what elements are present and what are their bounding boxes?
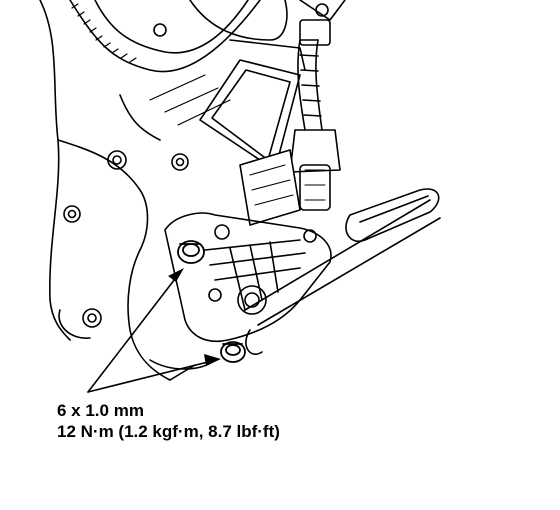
upper-bracket [189,0,346,171]
wiring-harness [239,19,341,226]
shift-cable [244,188,441,355]
arrowhead-lower [204,354,221,366]
transmission-housing [39,0,261,381]
torque-spec-label: 12 N·m (1.2 kgf·m, 8.7 lbf·ft) [57,422,280,441]
upper-bolt [177,240,205,264]
bolt-size-label: 6 x 1.0 mm [57,401,144,420]
leader-line-lower [87,360,213,393]
lower-bolt [220,341,246,363]
leader-line-upper [87,274,179,393]
leader-arrows [87,268,221,393]
lower-housing [58,309,216,381]
arrowhead-upper [168,268,184,282]
actuator-bracket [164,212,332,342]
